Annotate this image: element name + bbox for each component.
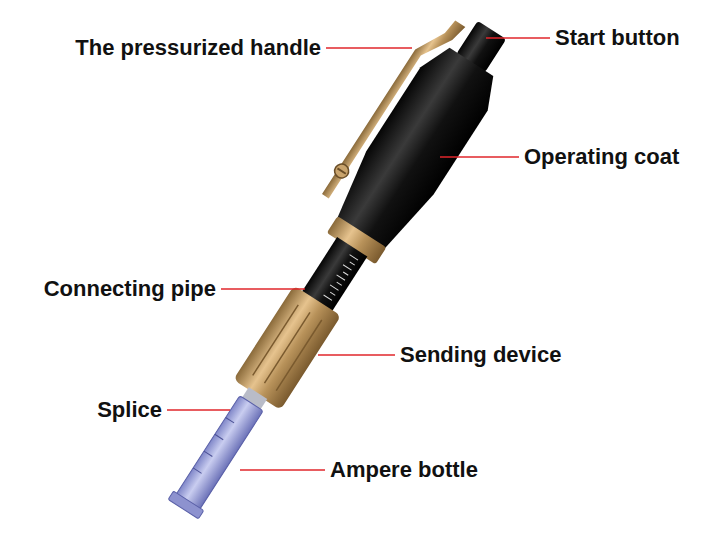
part-label: Connecting pipe xyxy=(44,278,216,300)
part-label: Splice xyxy=(97,399,162,421)
part-label: Start button xyxy=(555,27,680,49)
part-label: The pressurized handle xyxy=(75,37,321,59)
part-label: Ampere bottle xyxy=(330,459,478,481)
part-label: Operating coat xyxy=(524,146,679,168)
part-label: Sending device xyxy=(400,344,561,366)
